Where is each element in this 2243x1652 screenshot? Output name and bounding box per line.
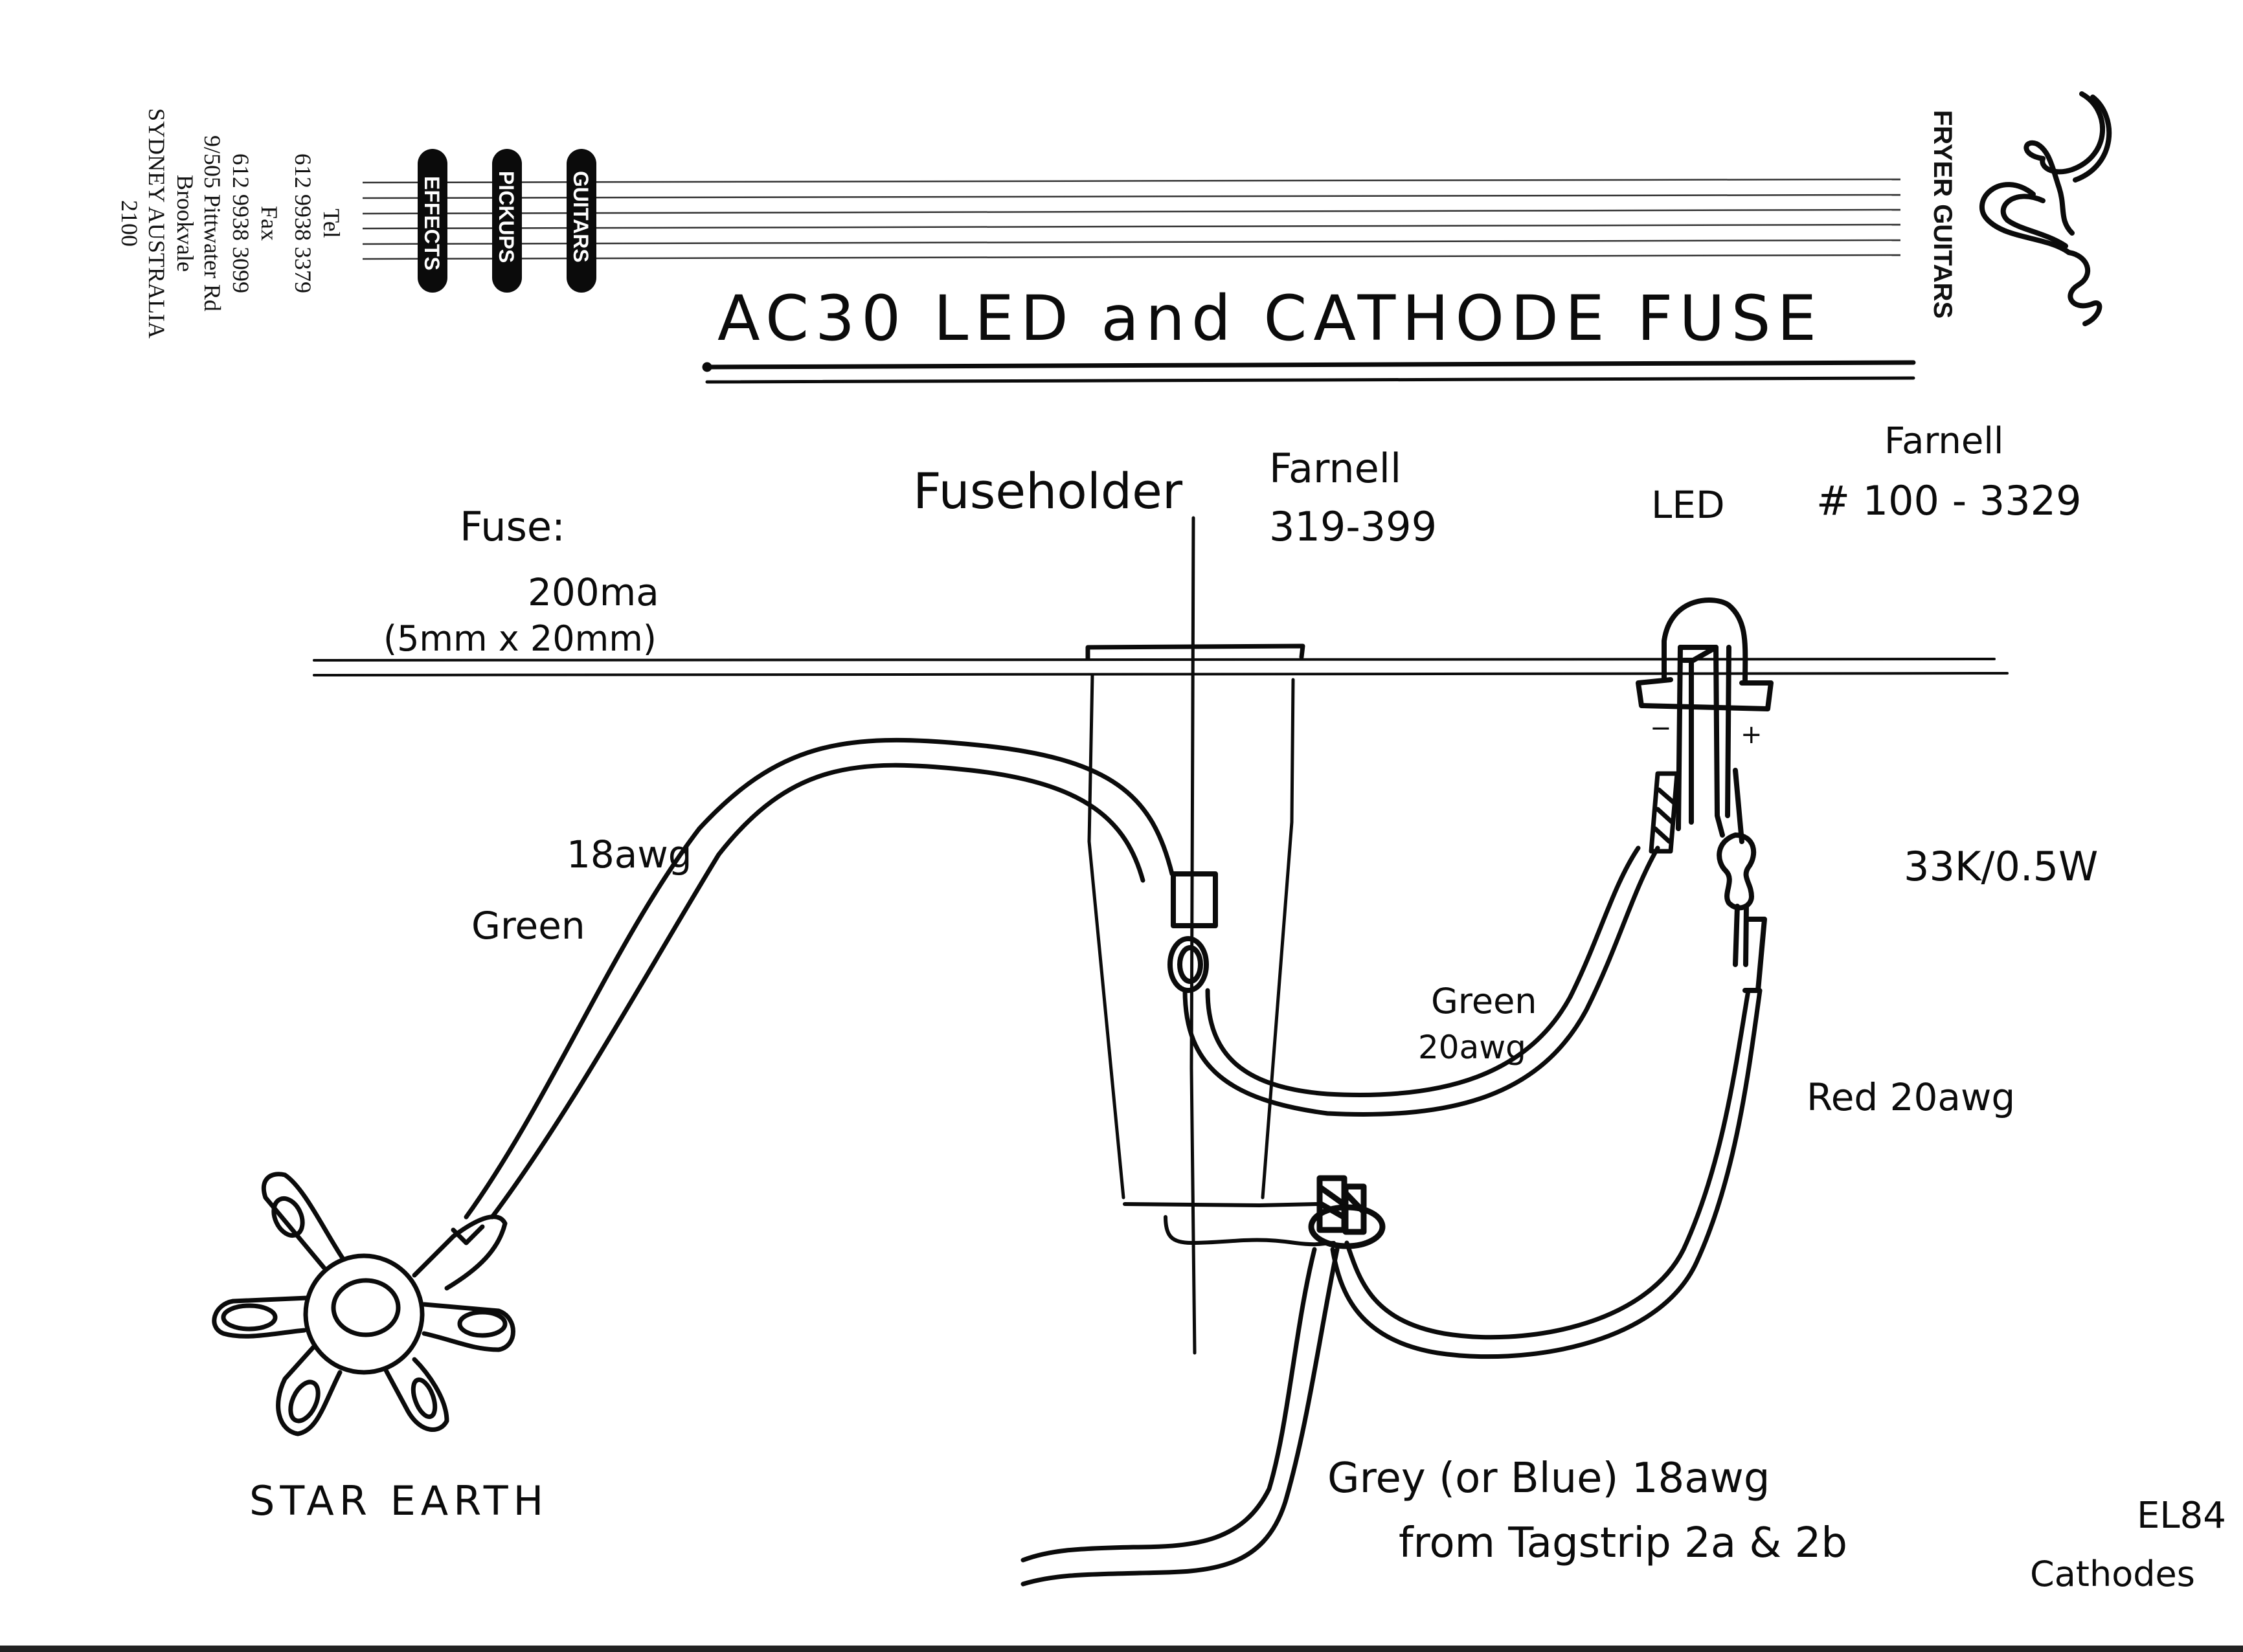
wire-green20-color: Green [1431, 981, 1537, 1021]
pill-guitars-label: GUITARS [569, 171, 592, 263]
wire-red-label: Red 20awg [1807, 1075, 2015, 1119]
wire-18awg-annotation: 18awg Green [471, 832, 692, 948]
fuse-size: (5mm x 20mm) [383, 618, 657, 659]
wire-grey-annotation: Grey (or Blue) 18awg from Tagstrip 2a & … [1327, 1455, 2226, 1594]
fuse-rating: 200ma [528, 570, 659, 614]
fuse-heading: Fuse: [460, 503, 565, 550]
wire-red-20awg [1330, 988, 1763, 1359]
wire-grey-line2: from Tagstrip 2a & 2b [1399, 1519, 1847, 1567]
fuseholder-solder-tag [1167, 871, 1218, 993]
wire-grey-18awg [1020, 1247, 1340, 1587]
cathode-terminal [1308, 1175, 1386, 1249]
scan-bottom-edge [0, 1646, 2243, 1652]
contact-city: SYDNEY AUSTRALIA [144, 108, 170, 339]
contact-block: Tel 612 9938 3379 Fax 612 9938 3099 9/50… [117, 108, 344, 339]
resistor-label: 33K/0.5W [1904, 843, 2098, 890]
resistor-icon [1717, 768, 1767, 993]
led-part-number: # 100 - 3329 [1816, 477, 2082, 524]
contact-postcode: 2100 [117, 200, 142, 247]
fuseholder-part-number: 319-399 [1269, 503, 1437, 550]
wire-18awg-gauge: 18awg [567, 832, 692, 876]
star-earth-label: STAR EARTH [249, 1477, 548, 1524]
fuseholder-label: Fuseholder [913, 462, 1183, 520]
wire-green20-annotation: Green 20awg [1418, 981, 1537, 1066]
fuseholder-annotation: Fuseholder Farnell 319-399 [913, 445, 1437, 550]
chassis-panel [313, 658, 2009, 676]
fuse-annotation: Fuse: 200ma (5mm x 20mm) [383, 503, 659, 659]
fuseholder-supplier: Farnell [1269, 445, 1401, 492]
led-icon [1636, 597, 1774, 838]
title-underline [702, 360, 1916, 384]
el84-label: EL84 [2137, 1495, 2226, 1537]
brand-name: FRYER GUITARS [1928, 110, 1957, 318]
contact-fax-label: Fax [256, 206, 282, 241]
pill-effects: EFFECTS [418, 149, 447, 293]
star-earth-icon [212, 1172, 515, 1436]
led-annotation: LED Farnell # 100 - 3329 [1651, 420, 2082, 527]
fuseholder-icon [1085, 516, 1336, 1355]
wire-green20-gauge: 20awg [1418, 1029, 1526, 1066]
led-minus-marker: − [1650, 713, 1672, 743]
el84-cathodes-label: Cathodes [2030, 1554, 2195, 1594]
pill-pickups-label: PICKUPS [495, 171, 518, 263]
contact-fax-number: 612 9938 3099 [228, 153, 254, 293]
led-cathode-sleeve [1649, 771, 1680, 854]
guitar-strings-icon [362, 178, 1901, 260]
page-title: AC30 LED and CATHODE FUSE [717, 282, 1823, 355]
pill-effects-label: EFFECTS [420, 176, 444, 271]
contact-suburb: Brookvale [172, 175, 198, 272]
contact-tel-number: 612 9938 3379 [290, 153, 316, 293]
wire-18awg-color: Green [471, 904, 585, 948]
led-plus-marker: + [1741, 720, 1763, 750]
pill-guitars: GUITARS [567, 149, 596, 293]
led-supplier: Farnell [1884, 420, 2004, 462]
led-label: LED [1651, 483, 1725, 527]
wire-green-18awg [464, 737, 1175, 1220]
pill-pickups: PICKUPS [492, 149, 522, 293]
fryer-logo-icon [1979, 91, 2112, 326]
wire-grey-line1: Grey (or Blue) 18awg [1327, 1455, 1770, 1502]
contact-tel-label: Tel [319, 208, 344, 238]
wire-green-20awg [1182, 845, 1660, 1117]
contact-street: 9/505 Pittwater Rd [199, 135, 225, 311]
